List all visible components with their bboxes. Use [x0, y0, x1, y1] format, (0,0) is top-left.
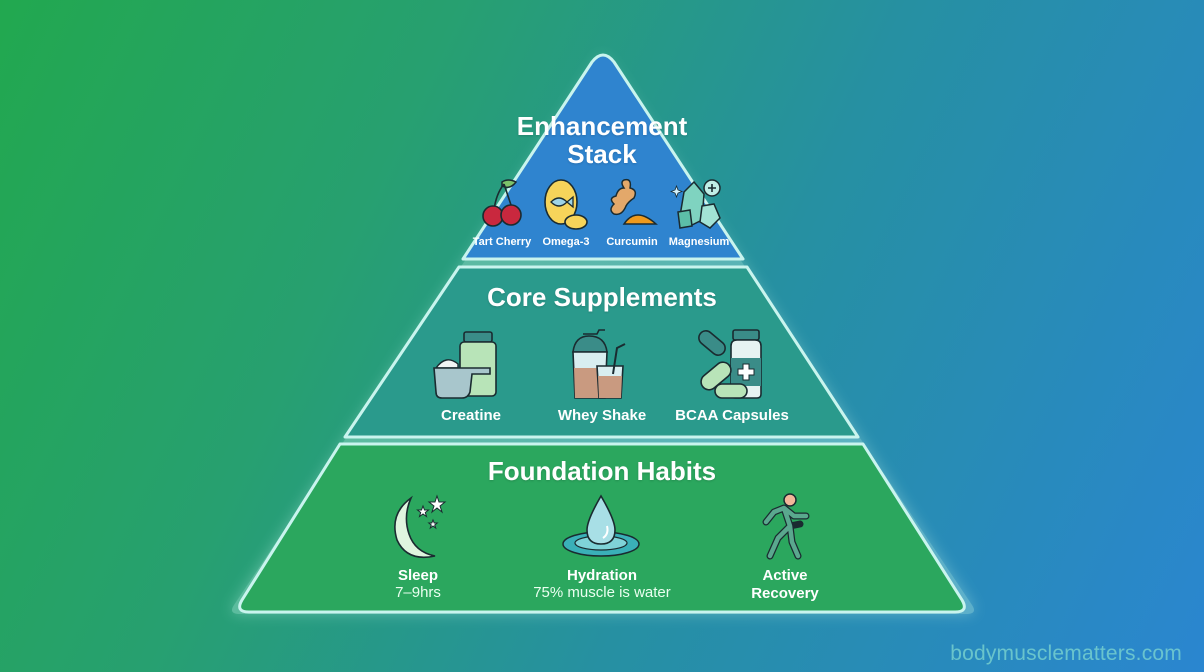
item-active-recovery-line2: Recovery	[751, 585, 819, 602]
item-bcaa-capsules-label: BCAA Capsules	[675, 407, 789, 424]
item-creatine-label: Creatine	[440, 407, 502, 424]
fish-oil-capsule-icon	[544, 179, 588, 230]
tier-top-title: Enhancement Stack	[517, 112, 688, 168]
watermark-text: bodymusclematters.com	[950, 642, 1182, 665]
running-person-icon	[762, 493, 810, 560]
item-sleep: Sleep 7–9hrs	[395, 567, 441, 601]
item-hydration: Hydration 75% muscle is water	[533, 567, 671, 601]
moon-stars-icon	[394, 494, 447, 559]
tier-bottom-title: Foundation Habits	[487, 456, 717, 486]
item-curcumin-label: Curcumin	[606, 236, 658, 248]
item-magnesium-label: Magnesium	[668, 236, 730, 248]
shaker-glass-icon	[572, 329, 626, 399]
item-tart-cherry-label: Tart Cherry	[472, 236, 532, 248]
item-sleep-label: Sleep	[397, 567, 439, 584]
water-drop-icon	[562, 494, 640, 557]
item-hydration-label: Hydration	[566, 567, 637, 584]
item-active-recovery: Active Recovery	[751, 567, 819, 603]
mineral-crystal-icon	[670, 179, 721, 229]
powder-jar-scoop-icon	[433, 331, 497, 399]
tier-middle-title: Core Supplements	[487, 282, 717, 312]
item-omega-3-label: Omega-3	[542, 236, 590, 248]
tier-top-shape	[461, 53, 745, 261]
item-hydration-detail: 75% muscle is water	[533, 584, 671, 601]
item-whey-shake-label: Whey Shake	[557, 407, 647, 424]
capsules-bottle-icon	[698, 329, 762, 399]
turmeric-root-icon	[610, 178, 658, 225]
cherry-icon	[482, 179, 522, 227]
tier-top-title-line1: Enhancement	[516, 111, 688, 141]
item-active-recovery-line1: Active	[762, 567, 808, 584]
tier-top-title-line2: Stack	[567, 139, 637, 169]
item-sleep-detail: 7–9hrs	[395, 584, 441, 601]
